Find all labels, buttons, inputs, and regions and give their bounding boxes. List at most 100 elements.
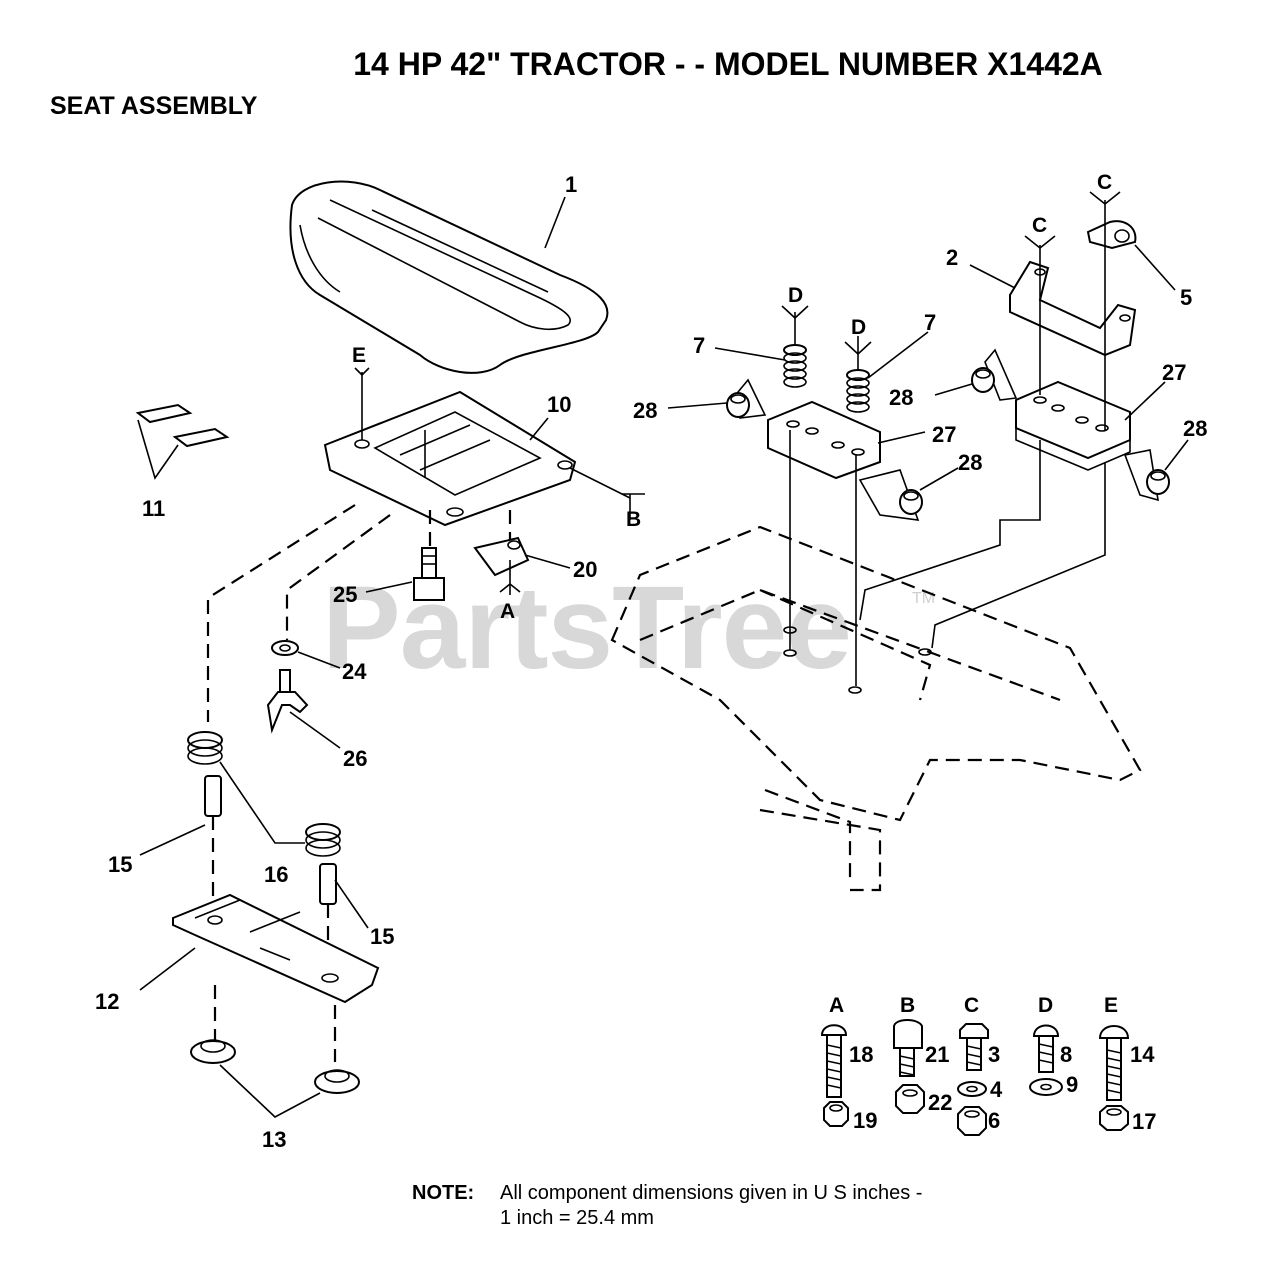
ref-letter-a: A <box>500 600 515 623</box>
callout-5: 5 <box>1180 285 1192 310</box>
spring-part[interactable] <box>846 369 870 413</box>
callout-27: 27 <box>932 422 956 447</box>
spring-part[interactable] <box>187 731 223 765</box>
hardware-part-number: 21 <box>925 1042 949 1067</box>
hardware-part-number: 17 <box>1132 1109 1156 1134</box>
leader-line <box>529 417 549 441</box>
leader-line <box>544 196 566 249</box>
seat-clip-part[interactable] <box>473 536 530 577</box>
leader-line <box>297 651 341 669</box>
callout-28: 28 <box>889 385 913 410</box>
seat-pad-part[interactable] <box>135 403 230 448</box>
spring-part[interactable] <box>783 344 807 388</box>
bushing-part[interactable] <box>899 489 923 515</box>
shoulder-bolt-part[interactable] <box>413 547 445 601</box>
hardware-part-number: 3 <box>988 1042 1000 1067</box>
leader-line <box>219 761 305 844</box>
bushing-part[interactable] <box>1146 469 1170 495</box>
leader-line <box>877 431 926 444</box>
hardware-letter: B <box>900 994 915 1017</box>
mounting-bracket-part[interactable] <box>984 348 1159 502</box>
callout-26: 26 <box>343 746 367 771</box>
callout-7: 7 <box>693 333 705 358</box>
lock-nut-part[interactable] <box>823 1101 849 1127</box>
dimension-note: NOTE: All component dimensions given in U… <box>412 1182 922 1205</box>
leader-line <box>219 1064 321 1118</box>
seat-cushion-part[interactable] <box>289 180 609 374</box>
cable-clip-part[interactable] <box>1086 220 1137 250</box>
hardware-group-d: D 8 9 <box>1029 994 1078 1097</box>
leader-line <box>934 383 973 396</box>
hardware-letter: A <box>829 994 844 1017</box>
callout-15: 15 <box>108 852 132 877</box>
hardware-part-number: 22 <box>928 1090 952 1115</box>
spring-part[interactable] <box>305 823 341 857</box>
leader-line <box>365 581 413 593</box>
callout-15: 15 <box>370 924 394 949</box>
callout-1: 1 <box>565 172 577 197</box>
leader-line <box>524 554 571 569</box>
mounting-bracket-part[interactable] <box>737 378 920 521</box>
callout-16: 16 <box>264 862 288 887</box>
carriage-bolt-part[interactable] <box>820 1024 848 1098</box>
hex-nut-part[interactable] <box>1099 1105 1129 1131</box>
section-title: SEAT ASSEMBLY <box>50 92 258 120</box>
carriage-bolt-part[interactable] <box>1098 1025 1130 1101</box>
hardware-part-number: 18 <box>849 1042 873 1067</box>
callout-24: 24 <box>342 659 367 684</box>
hardware-group-e: E 14 17 <box>1098 994 1156 1134</box>
hardware-part-number: 4 <box>990 1077 1003 1102</box>
washer-part[interactable] <box>957 1081 987 1097</box>
note-text-line1: All component dimensions given in U S in… <box>500 1182 923 1204</box>
callout-28: 28 <box>1183 416 1207 441</box>
spacer-part[interactable] <box>319 863 337 905</box>
leader-line <box>969 264 1016 289</box>
callout-27: 27 <box>1162 360 1186 385</box>
spacer-part[interactable] <box>204 775 222 817</box>
callout-7: 7 <box>924 310 936 335</box>
note-label: NOTE: <box>412 1182 475 1204</box>
leader-line <box>667 402 728 409</box>
ref-letter-d: D <box>788 284 803 307</box>
bushing-part[interactable] <box>971 367 995 393</box>
hardware-letter: E <box>1104 994 1118 1017</box>
hardware-part-number: 6 <box>988 1108 1000 1133</box>
hardware-group-a: A 18 19 <box>820 994 877 1133</box>
pan-head-bolt-part[interactable] <box>1032 1024 1060 1073</box>
seat-pan-part[interactable] <box>323 390 577 527</box>
nut-part[interactable] <box>271 640 299 656</box>
callout-10: 10 <box>547 392 571 417</box>
hardware-group-c: C 3 4 6 <box>957 994 1003 1136</box>
leader-line <box>1124 381 1166 421</box>
callout-13: 13 <box>262 1127 286 1152</box>
ref-letter-e: E <box>352 344 366 367</box>
bumper-part[interactable] <box>190 1039 236 1064</box>
hardware-part-number: 9 <box>1066 1072 1078 1097</box>
leader-line <box>334 879 369 929</box>
bumper-part[interactable] <box>314 1069 360 1094</box>
note-text-line2: 1 inch = 25.4 mm <box>500 1207 654 1229</box>
bushing-part[interactable] <box>726 392 750 418</box>
seat-hinge-bracket-part[interactable] <box>1009 260 1137 357</box>
lock-nut-part[interactable] <box>895 1084 925 1114</box>
leader-line <box>139 947 196 991</box>
hex-bolt-part[interactable] <box>959 1023 989 1071</box>
hardware-part-number: 14 <box>1130 1042 1155 1067</box>
seat-slide-rail-part[interactable] <box>172 893 380 1004</box>
shoulder-bolt-part[interactable] <box>893 1019 923 1077</box>
adjustment-knob-part[interactable] <box>266 669 309 734</box>
callout-28: 28 <box>958 450 982 475</box>
tractor-frame-phantom <box>610 525 1142 892</box>
ref-letter-d: D <box>851 316 866 339</box>
leader-line <box>867 331 929 379</box>
hardware-part-number: 8 <box>1060 1042 1072 1067</box>
leader-line <box>289 711 341 749</box>
hex-nut-part[interactable] <box>957 1106 987 1136</box>
leader-line <box>1164 439 1189 471</box>
callout-11: 11 <box>142 496 165 521</box>
washer-part[interactable] <box>1029 1078 1063 1096</box>
ref-letter-c: C <box>1032 214 1047 237</box>
hardware-letter: C <box>964 994 979 1017</box>
ref-letter-b: B <box>626 508 641 531</box>
